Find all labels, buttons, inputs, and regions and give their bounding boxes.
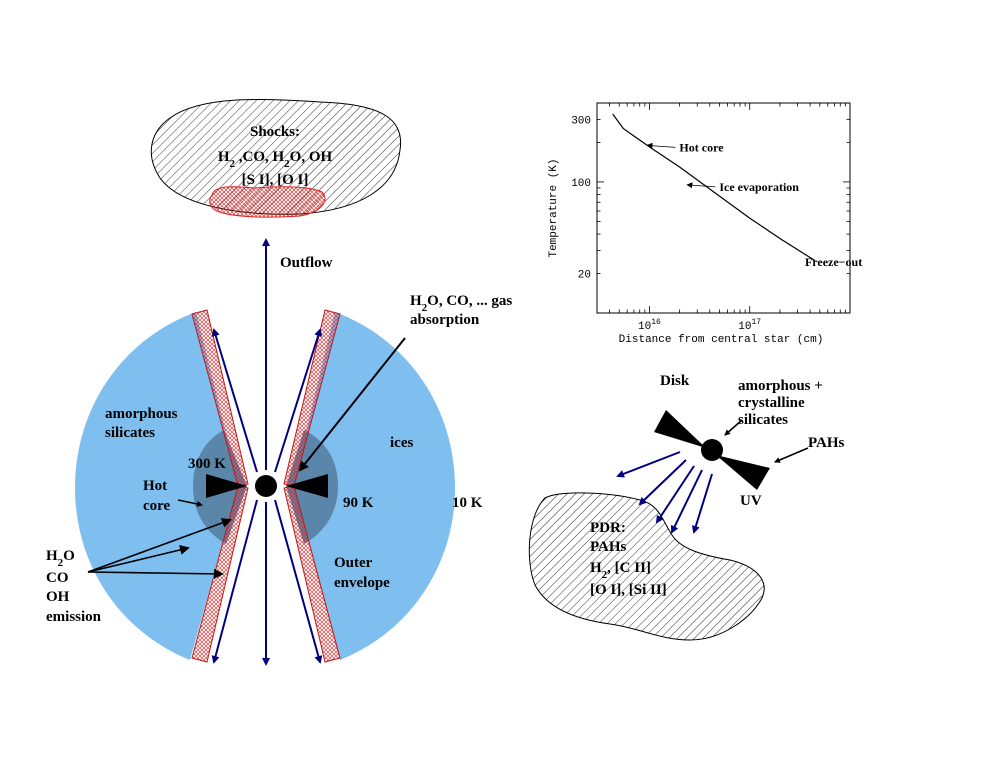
shocks-red-patch [209,186,326,218]
uv-arrow-2 [638,459,687,506]
absorption-label-line1: H2O, CO, ... gas [410,293,512,314]
chart-frame [596,102,851,314]
annotation-arrow [686,182,716,189]
amorphous-silicates-label-2: silicates [105,425,155,441]
pdr-silicates-label-3: silicates [738,412,788,428]
silicates-arrow [724,419,743,436]
uv-arrow-5 [691,473,713,534]
y-tick-label: 20 [578,270,591,282]
pdr-disk-lower [716,455,770,490]
amorphous-silicates-label-1: amorphous [105,406,178,422]
emission-arrow-1 [87,518,232,573]
annotation-label: Ice evaporation [719,180,799,194]
x-tick-label: 1016 [638,318,661,333]
emission-label-h2o: H2O [46,548,75,569]
envelope: Outflow H2O, CO, ... gas absorption amor… [46,238,512,666]
temperature-curve [612,113,816,262]
pdr-region: PDR: PAHs H2, [C II] [O I], [Si II] Disk… [528,373,845,641]
pdr-silicates-label-2: crystalline [738,395,805,411]
disk-left [206,474,247,498]
temperature-90k-label: 90 K [343,495,374,511]
pdr-star [701,439,723,461]
outer-envelope-label-2: envelope [334,575,390,591]
y-tick-label: 100 [571,178,591,190]
chart-ylabel: Temperature (K) [548,158,560,257]
pdr-label-3: H2, [C II] [590,560,651,581]
shocks-region: Shocks: H2 ,CO, H2O, OH [S I], [O I] [150,99,402,218]
pdr-disk-upper [654,410,706,448]
outflow-arrow-upper-left [211,328,258,473]
outer-envelope-right [293,312,455,660]
pdr-label-4: [O I], [Si II] [590,582,667,598]
emission-label-co: CO [46,570,69,586]
pdr-label-1: PDR: [590,520,626,536]
uv-arrow-1 [616,451,681,478]
hot-core-label-2: core [143,498,171,514]
shocks-molecules: H2 ,CO, H2O, OH [218,149,333,170]
outer-envelope-label-1: Outer [334,555,373,571]
pdr-disk-label: Disk [660,373,690,389]
cavity-wall-upper-left [191,309,249,487]
outflow-arrow-lower-left [211,499,258,664]
annotation-label: Hot core [679,140,724,154]
uv-arrow-3 [655,465,695,524]
chart-xlabel: Distance from central star (cm) [619,334,824,346]
shocks-title: Shocks: [250,124,300,140]
temperature-10k-label: 10 K [452,495,483,511]
outflow-arrow-upper-right [274,328,323,473]
x-tick-label: 1017 [738,318,761,333]
pahs-arrow [774,447,809,463]
annotation-arrow [646,142,676,149]
ices-label: ices [390,435,413,451]
pdr-pahs-label: PAHs [808,435,845,451]
y-tick-label: 300 [571,115,591,127]
hot-core-label-1: Hot [143,478,167,494]
uv-arrow-4 [671,469,703,534]
absorption-label-line2: absorption [410,312,480,328]
hot-core-arrow [177,499,203,507]
protostar [255,475,277,497]
pdr-label-2: PAHs [590,539,627,555]
emission-arrow-2 [87,545,190,573]
absorption-arrow [298,337,406,472]
shocks-atoms: [S I], [O I] [242,172,309,188]
pdr-blob [528,492,765,641]
temperature-300k-label: 300 K [188,456,226,472]
pdr-uv-label: UV [740,493,762,509]
disk-right [286,474,328,498]
emission-label-word: emission [46,609,102,625]
pdr-silicates-label-1: amorphous + [738,378,823,394]
emission-label-oh: OH [46,589,70,605]
outflow-arrow-lower-right [274,499,323,664]
annotation-label: Freeze−out [805,255,862,269]
chart-ticks: 1016 1017 300 100 20 [571,102,851,333]
outflow-label: Outflow [280,255,333,271]
emission-arrow-3 [87,568,224,579]
shocks-blob [150,99,402,215]
